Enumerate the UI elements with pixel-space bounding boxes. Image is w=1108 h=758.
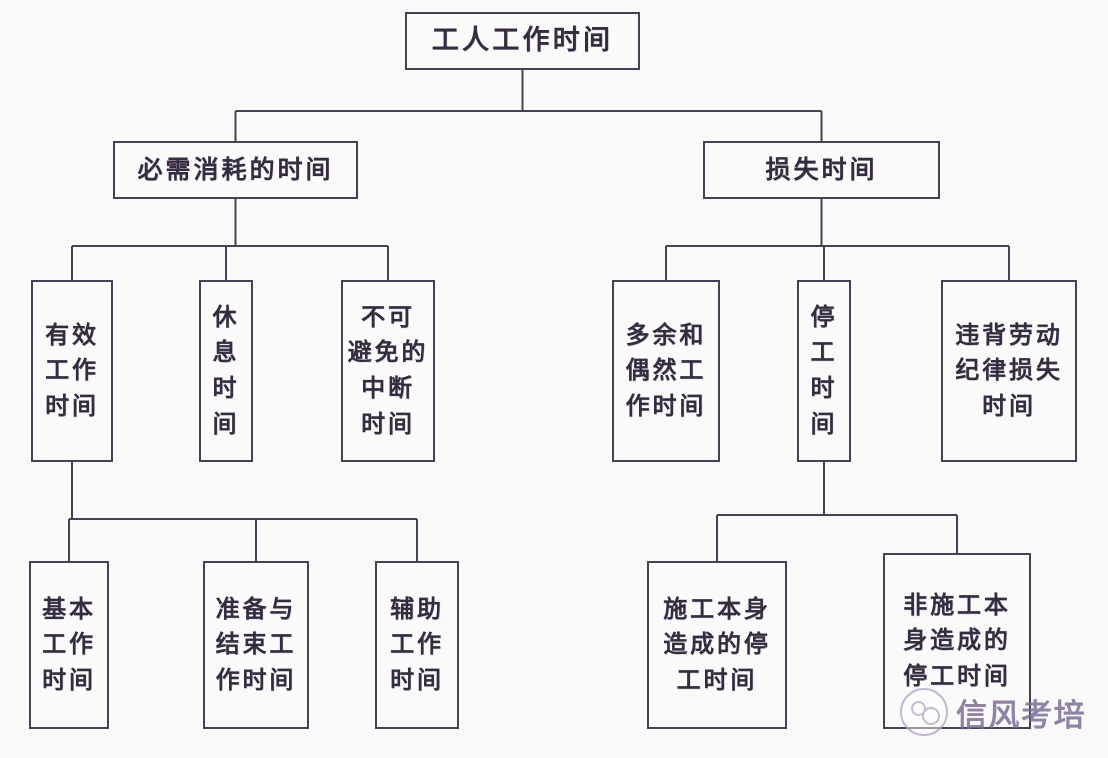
node-nonself: 非施工本 身造成的 停工时间 (883, 553, 1031, 729)
node-extra: 多余和 偶然工 作时间 (612, 280, 720, 462)
node-label-stoppage: 停 工 时 间 (810, 302, 838, 438)
node-prep: 准备与 结束工 作时间 (203, 561, 309, 729)
node-label-needed: 必需消耗的时间 (137, 155, 334, 185)
node-rest: 休 息 时 间 (199, 280, 253, 462)
node-label-assist: 辅助 工作 时间 (390, 594, 444, 694)
node-assist: 辅助 工作 时间 (375, 561, 459, 729)
node-loss: 损失时间 (703, 141, 940, 199)
node-violation: 违背劳动 纪律损失 时间 (941, 280, 1077, 462)
node-selfstop: 施工本身 造成的停 工时间 (647, 561, 787, 729)
node-label-rest: 休 息 时 间 (212, 302, 240, 438)
node-label-extra: 多余和 偶然工 作时间 (625, 320, 707, 420)
node-label-basic: 基本 工作 时间 (42, 594, 96, 694)
node-root: 工人工作时间 (405, 12, 640, 70)
node-label-violation: 违背劳动 纪律损失 时间 (955, 320, 1063, 420)
node-label-selfstop: 施工本身 造成的停 工时间 (663, 594, 771, 694)
node-needed: 必需消耗的时间 (113, 141, 358, 199)
node-label-effective: 有效 工作 时间 (45, 320, 99, 420)
node-label-unavoid: 不可 避免的 中断 时间 (347, 302, 429, 438)
node-stoppage: 停 工 时 间 (797, 280, 851, 462)
node-label-loss: 损失时间 (765, 155, 878, 185)
node-label-root: 工人工作时间 (431, 25, 614, 57)
node-basic: 基本 工作 时间 (29, 561, 109, 729)
node-effective: 有效 工作 时间 (31, 280, 113, 462)
node-unavoid: 不可 避免的 中断 时间 (341, 280, 435, 462)
node-label-nonself: 非施工本 身造成的 停工时间 (903, 590, 1011, 690)
node-label-prep: 准备与 结束工 作时间 (215, 594, 297, 694)
